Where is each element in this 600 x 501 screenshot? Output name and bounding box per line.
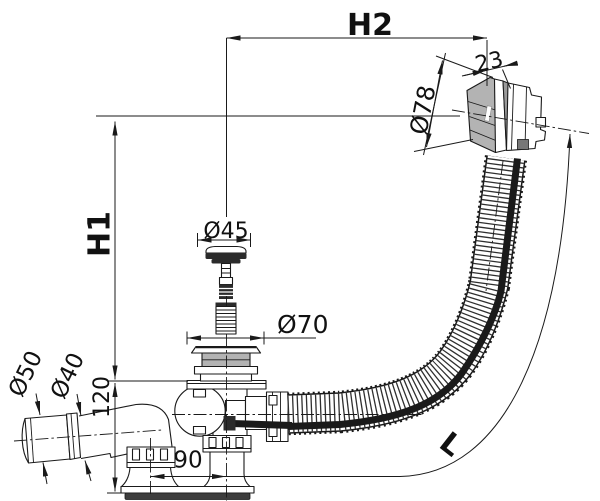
dim-label-78: Ø78 (405, 83, 442, 137)
base-flange (120, 485, 255, 494)
strainer-stack (190, 345, 262, 382)
dim-label-h2: H2 (347, 8, 393, 43)
dim-78-line (426, 60, 443, 148)
plug-cap (205, 245, 247, 254)
dim-l-curve (226, 133, 573, 477)
dim-label-40: Ø40 (46, 349, 90, 403)
dim-label-50: Ø50 (4, 347, 48, 401)
dim-label-h1: H1 (83, 211, 118, 257)
dim-label-l: L (433, 425, 468, 463)
base-seal-plate (124, 492, 251, 500)
centerlines (13, 109, 590, 501)
stopper-assembly (205, 245, 247, 335)
siphon-body (120, 379, 289, 500)
dim-label-70: Ø70 (277, 310, 329, 339)
overflow-head (466, 76, 547, 154)
dim-label-90: 90 (173, 448, 202, 474)
dim-label-45: Ø45 (203, 219, 248, 244)
hose-dark-stripe (287, 158, 521, 430)
dim-label-23: 23 (473, 47, 506, 78)
dimension-lines (34, 35, 573, 494)
dim-label-120: 120 (90, 376, 115, 418)
corrugated-hose (223, 155, 528, 436)
